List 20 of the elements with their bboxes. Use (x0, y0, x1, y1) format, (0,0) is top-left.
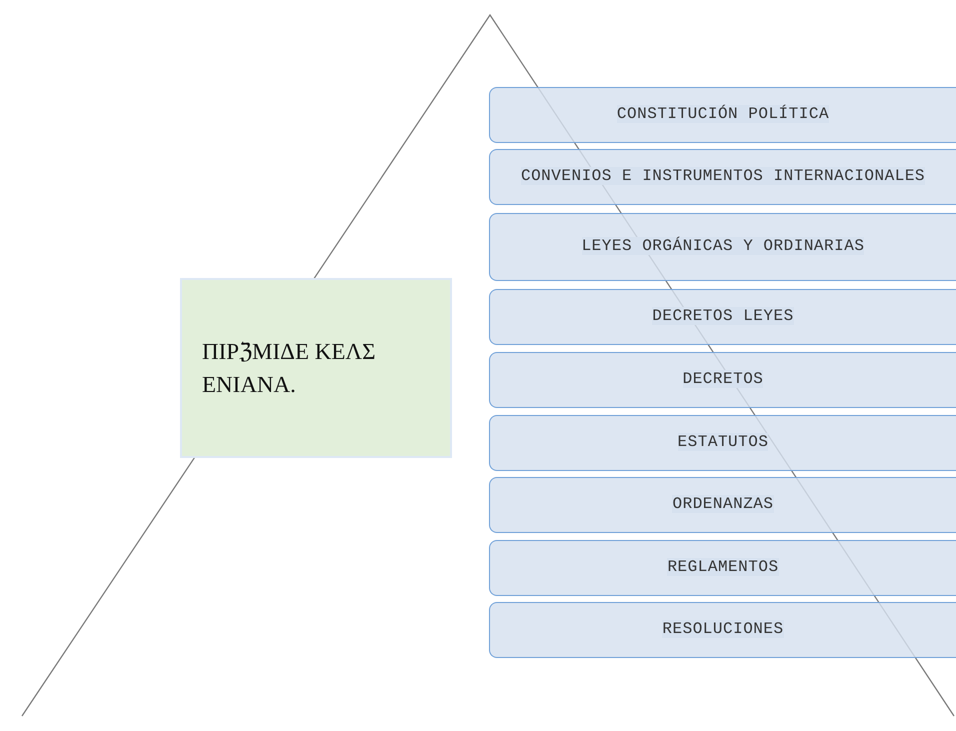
level-box (489, 477, 956, 533)
level-label: RESOLUCIONES (662, 620, 784, 638)
title-box (180, 278, 452, 458)
level-box (489, 540, 956, 596)
level-label: LEYES ORGÁNICAS Y ORDINARIAS (582, 237, 864, 256)
level-label: REGLAMENTOS (667, 558, 779, 576)
level-label: CONVENIOS E INSTRUMENTOS INTERNACIONALES (520, 167, 926, 186)
level-box (489, 415, 956, 471)
title-text: ΠΙΡℨΜΙΔΕ ΚΕΛΣ ΕΝΙΑΝΑ. (202, 338, 376, 397)
level-box (489, 289, 956, 345)
level-box (489, 602, 956, 658)
level-box (489, 87, 956, 143)
level-label: DECRETOS (682, 370, 764, 388)
level-label: ORDENANZAS (672, 495, 774, 514)
level-label: DECRETOS LEYES (652, 307, 794, 326)
level-label: CONSTITUCIÓN POLÍTICA (616, 105, 830, 124)
level-label: ESTATUTOS (678, 433, 768, 452)
level-box (489, 149, 956, 205)
level-box (489, 213, 956, 281)
level-box (489, 352, 956, 408)
